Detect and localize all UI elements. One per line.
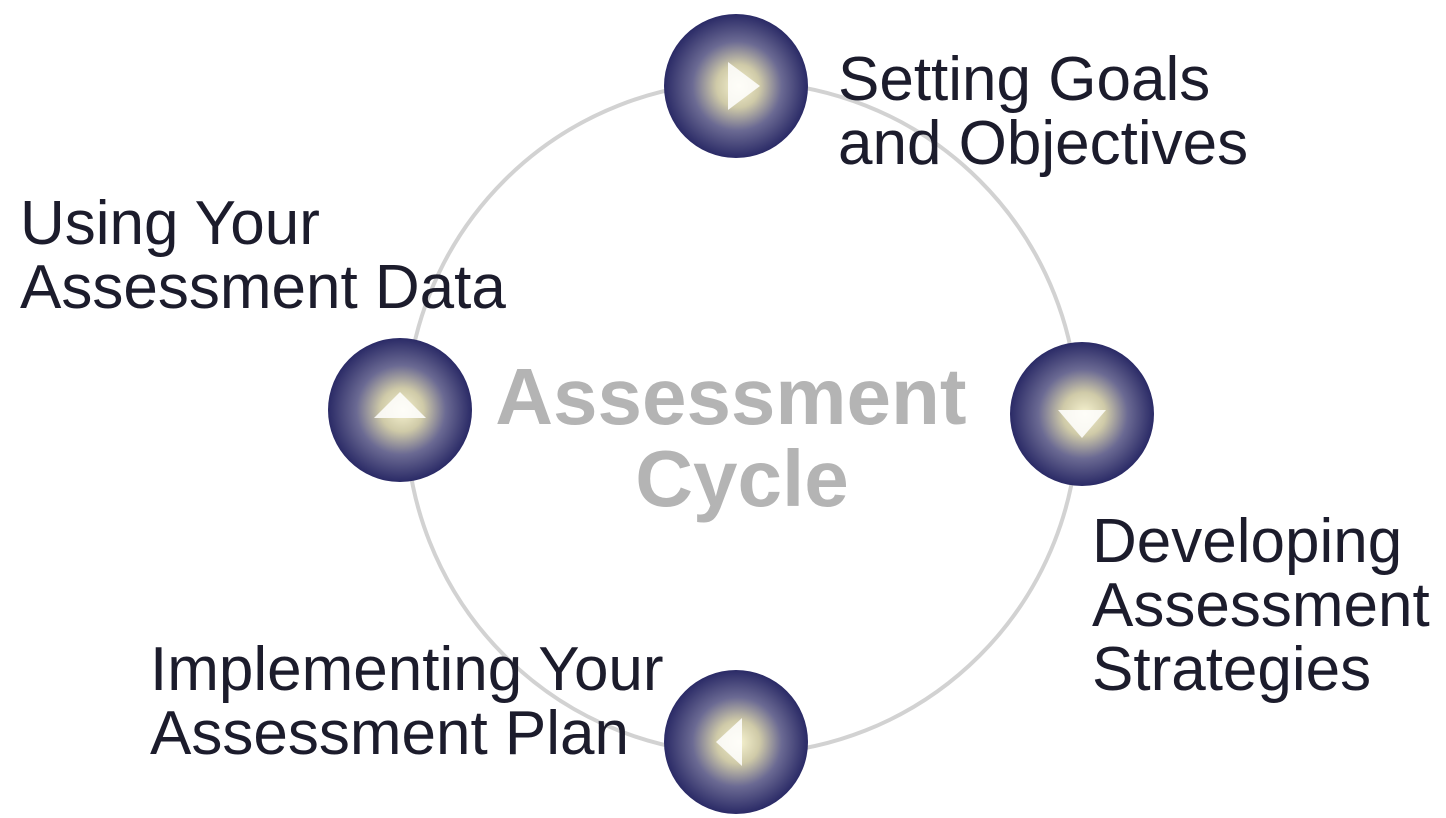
label-developing-strategies[interactable]: Developing Assessment Strategies [1092,510,1430,702]
label-using-data[interactable]: Using Your Assessment Data [20,192,506,320]
arrow-down-icon [1058,410,1106,438]
label-line: Strategies [1092,635,1372,704]
node-implementing-plan[interactable] [664,670,808,814]
label-line: Assessment Plan [150,699,629,768]
arrow-right-icon [728,62,760,110]
label-line: Developing [1092,507,1403,576]
label-line: Assessment [1092,571,1430,640]
center-title-line-2: Cycle [635,434,848,523]
center-title: Assessment Cycle [495,352,989,523]
arrow-left-icon [716,718,742,766]
label-line: Setting Goals [838,45,1211,114]
label-line: and Objectives [838,109,1249,178]
label-line: Assessment Data [20,253,506,322]
node-using-data[interactable] [328,338,472,482]
label-setting-goals[interactable]: Setting Goals and Objectives [838,48,1248,176]
node-setting-goals[interactable] [664,14,808,158]
label-line: Implementing Your [150,635,664,704]
label-implementing-plan[interactable]: Implementing Your Assessment Plan [150,638,664,766]
label-line: Using Your [20,189,320,258]
center-title-line-1: Assessment [495,352,966,441]
node-developing-strategies[interactable] [1010,342,1154,486]
arrow-up-icon [374,392,426,418]
